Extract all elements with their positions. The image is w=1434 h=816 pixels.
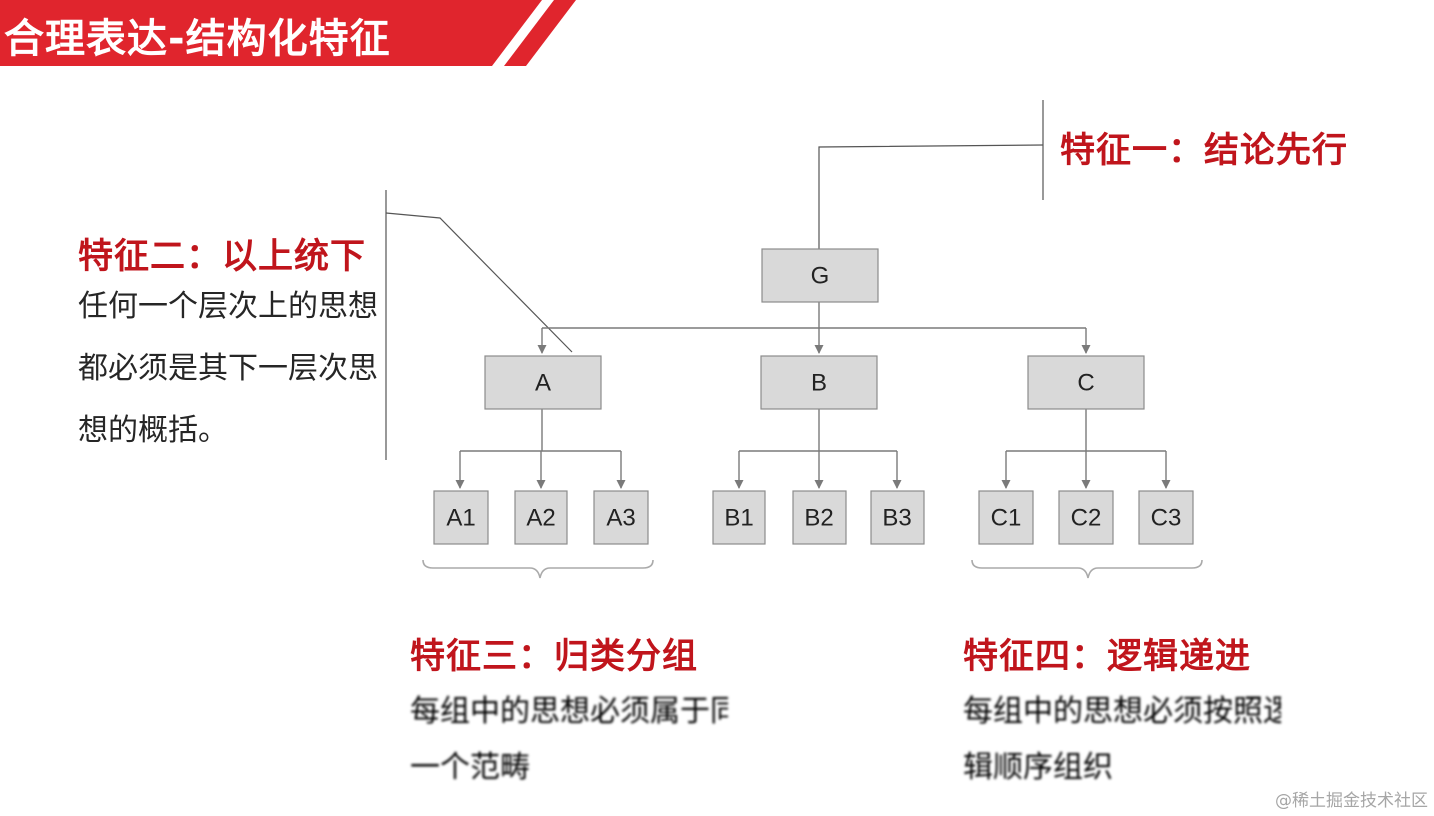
- group-brace-a: [422, 559, 654, 579]
- feature-3-title: 特征三：归类分组: [410, 637, 699, 677]
- feature-2-description: 任何一个层次上的思想都必须是其下一层次思想的概括。: [78, 289, 378, 448]
- node-c1-label: C1: [991, 505, 1022, 532]
- node-b-label: B: [811, 370, 827, 397]
- node-b2-label: B2: [804, 505, 833, 532]
- feature-2-leader: [385, 212, 573, 353]
- feature-4-desc-line2: 辑顺序组织: [963, 750, 1113, 785]
- node-a3-label: A3: [606, 505, 635, 532]
- node-b1: B1: [712, 490, 766, 545]
- node-c1: C1: [978, 490, 1034, 545]
- feature-1-leader: [818, 144, 1044, 258]
- node-c-label: C: [1077, 370, 1094, 397]
- node-b2: B2: [792, 490, 847, 545]
- node-b3-label: B3: [882, 505, 911, 532]
- node-b3: B3: [870, 490, 925, 545]
- node-a3: A3: [593, 490, 649, 545]
- node-a-label: A: [535, 370, 551, 397]
- node-c3: C3: [1138, 490, 1194, 545]
- group-brace-c: [971, 559, 1203, 579]
- node-c3-label: C3: [1151, 505, 1182, 532]
- slide-title: 合理表达-结构化特征: [4, 16, 391, 62]
- header-banner: [0, 0, 576, 66]
- node-b: B: [760, 355, 878, 410]
- watermark: @稀土掘金技术社区: [1275, 791, 1428, 811]
- node-a1: A1: [433, 490, 489, 545]
- node-b1-label: B1: [724, 505, 753, 532]
- node-g: G: [761, 248, 879, 303]
- feature-2-title: 特征二：以上统下: [78, 237, 367, 277]
- feature-3-desc-line2: 一个范畴: [410, 750, 530, 785]
- feature-3-desc-line1: 每组中的思想必须属于同: [410, 694, 728, 729]
- feature-1-title: 特征一：结论先行: [1060, 131, 1349, 171]
- node-a: A: [484, 355, 602, 410]
- node-a1-label: A1: [446, 505, 475, 532]
- node-a2-label: A2: [526, 505, 555, 532]
- node-c2: C2: [1058, 490, 1114, 545]
- feature-4-title: 特征四：逻辑递进: [963, 637, 1252, 677]
- node-a2: A2: [514, 490, 568, 545]
- node-c2-label: C2: [1071, 505, 1102, 532]
- node-c: C: [1027, 355, 1145, 410]
- feature-4-desc-line1: 每组中的思想必须按照逻: [963, 694, 1281, 729]
- node-g-label: G: [811, 263, 830, 290]
